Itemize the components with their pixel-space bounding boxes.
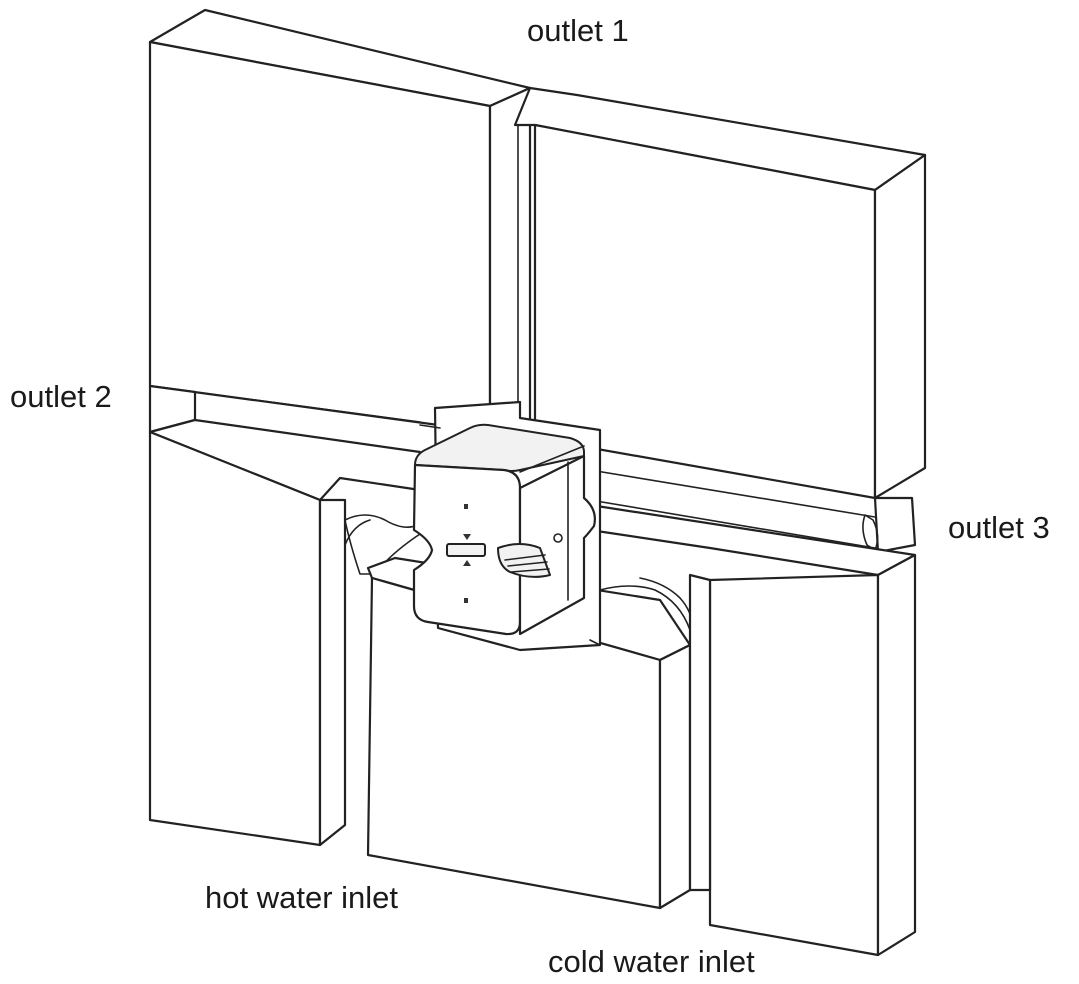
lower-right-block	[588, 503, 917, 957]
upper-left-block	[148, 8, 532, 434]
outlet-3-label: outlet 3	[948, 510, 1050, 545]
upper-right-block	[513, 86, 927, 500]
wall-edges	[419, 94, 926, 646]
outlet-2-label: outlet 2	[10, 379, 112, 414]
outlet-3-channel	[589, 469, 917, 554]
valve-cartridge	[412, 400, 602, 652]
hot-water-inlet-label: hot water inlet	[205, 880, 398, 915]
cold-water-inlet-label: cold water inlet	[548, 944, 755, 979]
outlet-1-label: outlet 1	[527, 13, 629, 48]
